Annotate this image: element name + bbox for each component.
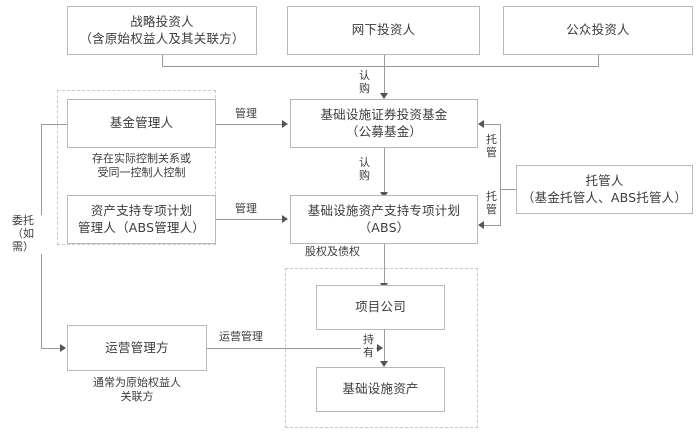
edge-label-operate: 运营管理 bbox=[218, 330, 264, 344]
connector-abs-to-project bbox=[384, 243, 385, 285]
arrow-subscribe-fund bbox=[380, 93, 388, 99]
connector-strategic-down bbox=[162, 55, 163, 67]
connector-custody-fund bbox=[484, 124, 501, 125]
node-project-company[interactable]: 项目公司 bbox=[316, 285, 445, 330]
node-abs-manager-line1: 资产支持专项计划 bbox=[90, 203, 193, 218]
arrow-manage-fund bbox=[282, 120, 288, 128]
node-operator-line1: 运营管理方 bbox=[105, 339, 169, 355]
connector-entrust-top bbox=[41, 124, 68, 125]
edge-label-custody-abs: 托管 bbox=[484, 190, 499, 217]
edge-label-subscribe-abs: 认购 bbox=[357, 156, 372, 183]
edge-label-entrust: 委托 （如需） bbox=[3, 214, 43, 254]
arrow-operate bbox=[377, 344, 383, 352]
note-operator-relation: 通常为原始权益人 关联方 bbox=[93, 376, 181, 404]
node-strategic-investor[interactable]: 战略投资人 （含原始权益人及其关联方） bbox=[67, 6, 257, 55]
connector-offline-to-fund bbox=[384, 55, 385, 95]
edge-label-manage-abs: 管理 bbox=[234, 202, 258, 216]
node-custodian-line2: （基金托管人、ABS托管人） bbox=[521, 189, 688, 205]
node-strategic-investor-line1: 战略投资人 bbox=[130, 14, 194, 29]
node-public-fund-line1: 基础设施证券投资基金 bbox=[320, 107, 448, 122]
node-project-company-line1: 项目公司 bbox=[355, 299, 406, 315]
node-infra-asset[interactable]: 基础设施资产 bbox=[316, 367, 445, 412]
arrow-custody-fund bbox=[478, 120, 484, 128]
connector-custodian-vertical bbox=[500, 124, 501, 225]
connector-entrust-bottom bbox=[41, 348, 63, 349]
arrow-hold bbox=[380, 361, 388, 367]
node-strategic-investor-line2: （含原始权益人及其关联方） bbox=[79, 30, 245, 46]
node-custodian-line1: 托管人 bbox=[585, 173, 624, 188]
node-fund-manager[interactable]: 基金管理人 bbox=[67, 99, 216, 148]
connector-project-to-asset bbox=[384, 330, 385, 363]
connector-absmanager-to-abs bbox=[216, 219, 284, 220]
node-public-investor-line1: 公众投资人 bbox=[566, 22, 630, 38]
node-abs-plan-line1: 基础设施资产支持专项计划 bbox=[307, 203, 461, 218]
node-public-fund[interactable]: 基础设施证券投资基金 （公募基金） bbox=[290, 99, 478, 148]
node-offline-investor-line1: 网下投资人 bbox=[351, 22, 416, 38]
connector-fund-to-abs bbox=[384, 148, 385, 194]
node-abs-plan-line2: （ABS） bbox=[358, 219, 410, 235]
node-public-fund-line2: （公募基金） bbox=[345, 123, 423, 139]
edge-label-hold: 持 有 bbox=[361, 333, 376, 360]
node-abs-plan[interactable]: 基础设施资产支持专项计划 （ABS） bbox=[290, 195, 478, 244]
connector-custody-abs bbox=[484, 225, 501, 226]
connector-custodian-spine bbox=[500, 189, 516, 190]
node-abs-manager[interactable]: 资产支持专项计划 管理人（ABS管理人） bbox=[67, 195, 216, 244]
note-control-relation: 存在实际控制关系或 受同一控制人控制 bbox=[92, 152, 191, 180]
node-offline-investor[interactable]: 网下投资人 bbox=[287, 6, 480, 55]
edge-label-custody-fund: 托管 bbox=[484, 133, 499, 160]
edge-label-manage-fund: 管理 bbox=[234, 107, 258, 121]
arrow-manage-abs bbox=[282, 215, 288, 223]
node-fund-manager-line1: 基金管理人 bbox=[109, 115, 174, 131]
connector-investor-bus bbox=[162, 66, 599, 67]
node-infra-asset-line1: 基础设施资产 bbox=[342, 381, 419, 397]
node-abs-manager-line2: 管理人（ABS管理人） bbox=[77, 219, 206, 235]
node-public-investor[interactable]: 公众投资人 bbox=[503, 6, 693, 55]
node-operator[interactable]: 运营管理方 bbox=[67, 325, 207, 371]
arrow-entrust-operator bbox=[60, 344, 66, 352]
node-custodian[interactable]: 托管人 （基金托管人、ABS托管人） bbox=[516, 165, 693, 214]
edge-label-equity-debt: 股权及债权 bbox=[304, 245, 361, 259]
arrow-custody-abs bbox=[478, 221, 484, 229]
connector-operator-to-project bbox=[207, 348, 379, 349]
manager-group-dashed-frame bbox=[57, 90, 216, 245]
connector-fundmanager-to-fund bbox=[216, 124, 284, 125]
connector-public-down bbox=[598, 55, 599, 67]
edge-label-subscribe-fund: 认购 bbox=[357, 69, 372, 96]
